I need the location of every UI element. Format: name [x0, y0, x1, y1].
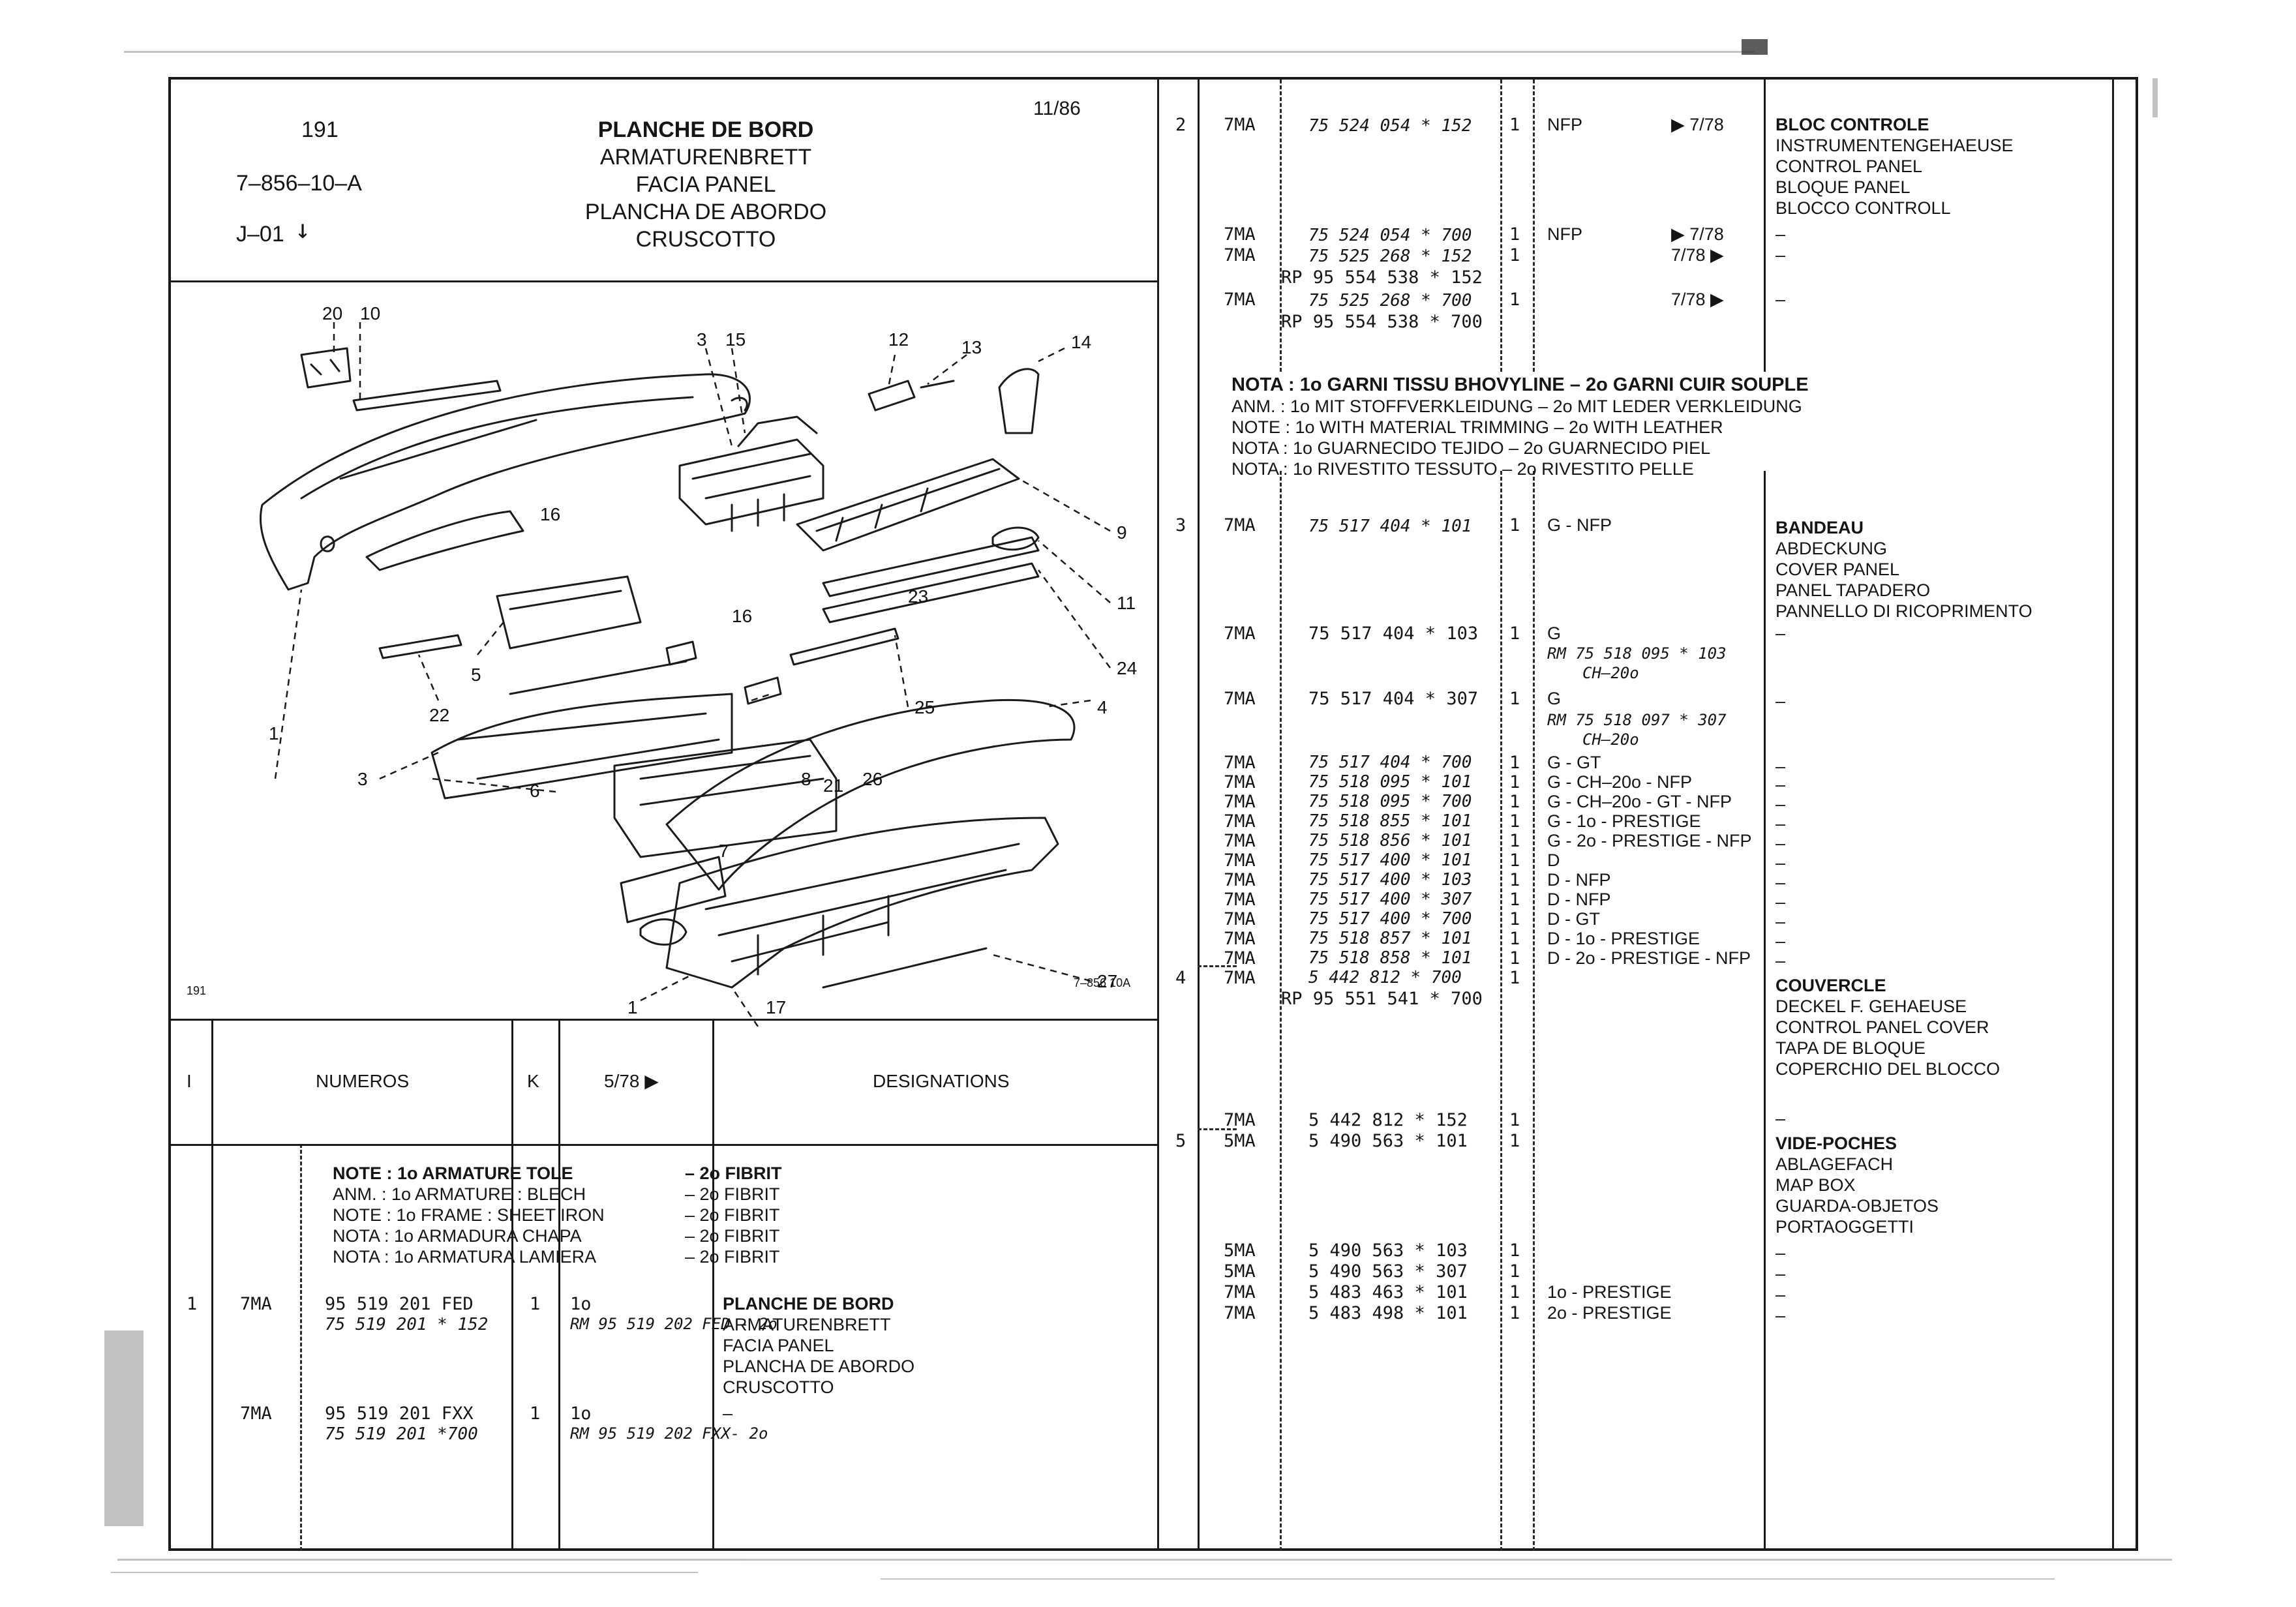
col-line-3 — [558, 1019, 560, 1551]
callout-10: 10 — [360, 303, 380, 323]
rcol-line-k-b — [1533, 471, 1535, 1551]
callout-1a: 1 — [269, 723, 279, 743]
rcol-line-num-a — [1500, 80, 1502, 372]
callout-3a: 3 — [697, 329, 707, 350]
callout-21: 21 — [823, 775, 843, 796]
illustration-divider — [171, 1019, 1157, 1021]
callout-15: 15 — [725, 329, 746, 350]
callout-25: 25 — [914, 697, 935, 717]
rcol-line-code-b — [1280, 471, 1282, 1551]
callout-26: 26 — [862, 769, 883, 789]
callout-16b: 16 — [732, 606, 752, 626]
callout-24: 24 — [1117, 658, 1137, 678]
group-number: 191 — [301, 117, 339, 142]
issue-date: 11/86 — [1033, 98, 1081, 119]
illustration-footer-right: 7–856 10A — [1074, 976, 1131, 989]
callout-5: 5 — [471, 665, 481, 685]
title-it: CRUSCOTTO — [635, 227, 776, 252]
title-es: PLANCHA DE ABORDO — [584, 200, 827, 224]
rcol-line-code-a — [1280, 80, 1282, 372]
callout-8: 8 — [801, 769, 811, 789]
callout-23: 23 — [908, 586, 928, 607]
down-arrow-icon: ↓ — [295, 215, 311, 245]
col-line-2 — [511, 1019, 513, 1551]
rcol-line-rem-a — [1764, 80, 1766, 372]
centre-divider-left — [1157, 80, 1159, 1551]
col-header-date: 5/78 ▶ — [604, 1071, 659, 1091]
illustration-footer-left: 191 — [187, 984, 207, 997]
applicable-from: J–01 — [236, 222, 284, 247]
callout-4: 4 — [1097, 697, 1108, 717]
rcol-line-k-a — [1533, 80, 1535, 372]
header-divider — [171, 280, 1157, 282]
callout-3b: 3 — [357, 769, 368, 789]
exploded-diagram: 20 10 3 16 12 13 14 9 11 15 16 23 24 5 2… — [259, 303, 1137, 1027]
callout-17: 17 — [766, 997, 786, 1017]
col-line-4 — [712, 1019, 714, 1551]
col-line-code — [300, 1144, 302, 1551]
callout-14: 14 — [1071, 332, 1091, 352]
callout-11: 11 — [1117, 593, 1136, 613]
figure-reference: 7–856–10–A — [236, 171, 362, 196]
callout-1b: 1 — [627, 997, 638, 1017]
title-en: FACIA PANEL — [635, 172, 776, 197]
callout-27: 27 — [1097, 971, 1117, 991]
col-header-designations: DESIGNATIONS — [873, 1071, 1010, 1091]
title-de: ARMATURENBRETT — [599, 145, 812, 170]
callout-9: 9 — [1117, 522, 1127, 543]
callout-22: 22 — [429, 705, 449, 725]
col-header-numeros: NUMEROS — [316, 1071, 410, 1091]
parts-sheet: 191 7–856–10–A J–01 ↓ PLANCHE DE BORD AR… — [168, 77, 2138, 1551]
row-separator — [1198, 965, 1237, 967]
callout-6: 6 — [530, 781, 540, 801]
upper-dash-pad — [259, 373, 751, 591]
rcol-line-num-b — [1500, 471, 1502, 1551]
title-fr: PLANCHE DE BORD — [597, 117, 814, 142]
rcol-line-rem-b — [1764, 471, 1766, 1551]
row-separator — [1198, 1128, 1237, 1130]
main-dash-shell — [665, 698, 1076, 891]
callout-20: 20 — [322, 303, 342, 323]
table-header-divider — [171, 1144, 1157, 1146]
callout-16a: 16 — [540, 504, 560, 524]
rcol-line-right — [2112, 80, 2114, 1551]
col-line-1 — [211, 1019, 213, 1551]
col-header-item: I — [187, 1071, 192, 1091]
callout-13: 13 — [961, 337, 982, 357]
col-header-k: K — [527, 1071, 539, 1091]
callout-12: 12 — [888, 329, 909, 350]
callout-7: 7 — [719, 841, 729, 861]
centre-divider-right — [1198, 80, 1200, 1551]
